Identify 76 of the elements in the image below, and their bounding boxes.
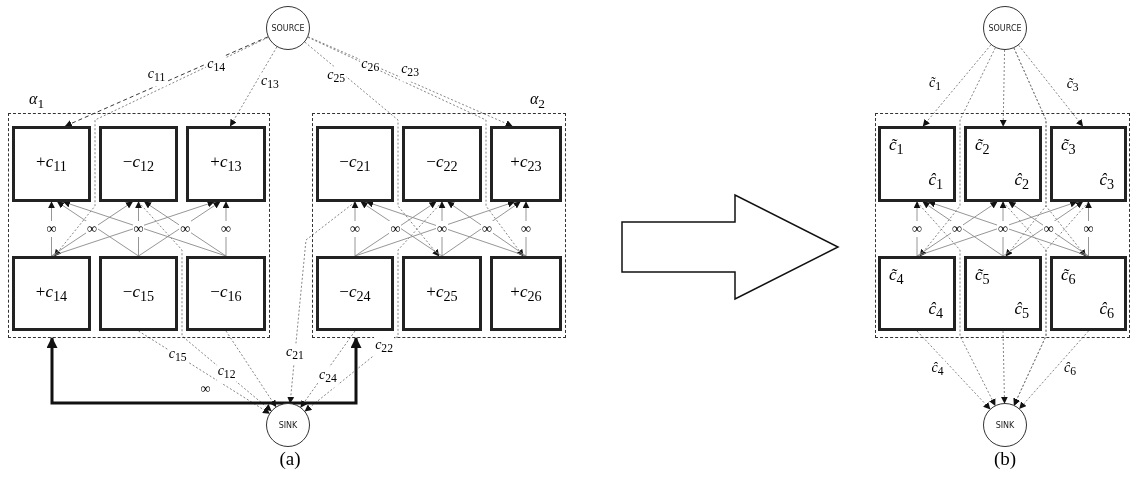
edge-label: ∞	[997, 221, 1009, 237]
node-label: −c$_{21}$	[339, 152, 371, 176]
edge-label: ∞	[220, 221, 232, 237]
node-label: c̃$_{2}$	[975, 135, 990, 159]
edge-label: ∞	[389, 221, 402, 237]
node-label: ĉ$_{3}$	[1099, 169, 1114, 193]
node-label: ĉ$_{5}$	[1014, 298, 1029, 322]
edge-label: c$_{21}$	[284, 343, 305, 365]
edge-label: ∞	[132, 221, 145, 237]
node-box	[186, 126, 266, 202]
edge-label: c$_{22}$	[374, 336, 394, 358]
node-label: +c$_{14}$	[35, 281, 68, 306]
node-label: +c$_{11}$	[36, 152, 67, 176]
circle-node	[266, 6, 310, 50]
node-label: +c$_{23}$	[510, 152, 542, 176]
node-label: c̃$_{3}$	[1061, 135, 1076, 159]
group-label: α$_{2}$	[529, 90, 545, 113]
node-box	[99, 126, 178, 202]
node-label: c̃$_{6}$	[1061, 265, 1076, 289]
node-box	[964, 256, 1042, 331]
node-label: −c$_{24}$	[339, 281, 371, 306]
node-label: ĉ$_{2}$	[1014, 169, 1029, 193]
circle-node	[983, 403, 1027, 447]
node-box	[12, 126, 91, 202]
node-label: ĉ$_{1}$	[928, 169, 943, 193]
circle-node	[983, 6, 1027, 50]
node-label: c̃$_{5}$	[975, 265, 990, 289]
group-label: α$_{1}$	[29, 90, 45, 113]
node-box	[99, 256, 178, 331]
edge-label: ∞	[480, 221, 493, 237]
edge-label: c$_{12}$	[216, 363, 237, 384]
node-label: c̃$_{1}$	[889, 135, 904, 159]
node-label: −c$_{15}$	[122, 281, 155, 306]
node-box	[402, 126, 482, 202]
thick-arrow	[288, 336, 362, 405]
node-label: −c$_{16}$	[210, 281, 242, 306]
node-box	[186, 256, 266, 331]
node-box	[1050, 256, 1127, 331]
thick-arrow	[46, 336, 288, 405]
edge-label: ∞	[45, 221, 58, 237]
node-box	[316, 256, 394, 331]
node-label: SINK	[278, 420, 298, 430]
node-box	[490, 256, 562, 331]
edge-label: ∞	[436, 221, 448, 237]
edge-label: ∞	[349, 221, 361, 237]
edge-label: ∞	[1042, 221, 1055, 237]
block-arrow	[621, 193, 840, 301]
node-label: ĉ$_{6}$	[1099, 298, 1114, 322]
node-box	[490, 126, 562, 202]
node-label: +c$_{13}$	[210, 152, 242, 176]
dashed-group-box	[875, 113, 1130, 338]
node-box	[402, 256, 482, 331]
node-label: SOURCE	[988, 23, 1022, 33]
panel-caption: (a)	[279, 448, 301, 470]
node-label: SINK	[995, 420, 1015, 430]
node-box	[964, 126, 1042, 202]
circle-node	[266, 403, 310, 447]
edge-label: ∞	[1082, 221, 1095, 237]
edge-label: ∞	[911, 221, 923, 237]
edge-label: ∞	[951, 221, 963, 237]
node-label: SOURCE	[271, 23, 305, 33]
node-box	[12, 256, 91, 331]
node-box	[878, 126, 956, 202]
node-box	[878, 256, 956, 331]
node-label: −c$_{12}$	[122, 152, 155, 176]
edge-label: ∞	[85, 221, 98, 237]
node-label: c̃$_{4}$	[889, 265, 904, 289]
node-box	[1050, 126, 1127, 202]
node-box	[316, 126, 394, 202]
node-label: −c$_{22}$	[426, 152, 458, 176]
edge-label: c$_{24}$	[317, 366, 338, 388]
edge-label: ∞	[520, 221, 532, 237]
node-label: +c$_{25}$	[426, 281, 458, 306]
panel-caption: (b)	[993, 448, 1017, 470]
node-label: ĉ$_{4}$	[928, 298, 943, 322]
node-label: +c$_{26}$	[510, 281, 542, 306]
